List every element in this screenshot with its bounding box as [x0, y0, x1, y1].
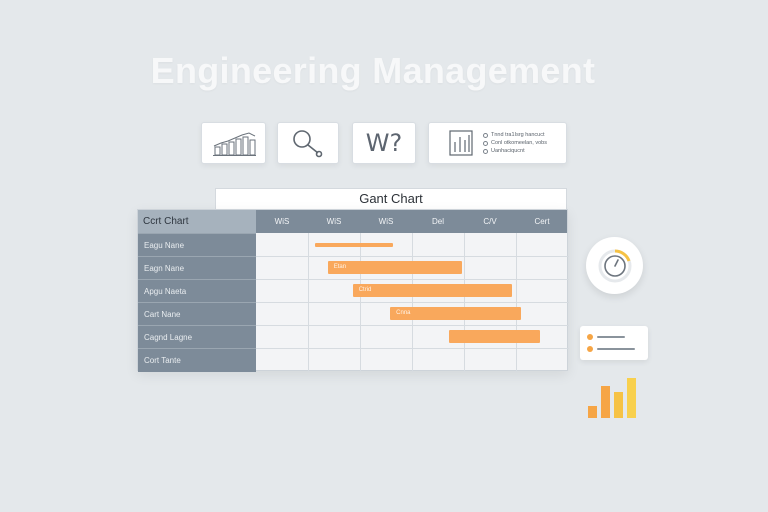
gantt-bar[interactable]: [449, 330, 540, 343]
gantt-row-label[interactable]: Apgu Naeta: [138, 279, 256, 302]
gantt-bar[interactable]: Ctrid: [352, 284, 512, 297]
page-title: Engineering Management: [150, 50, 596, 91]
gantt-bar[interactable]: [315, 242, 394, 247]
gantt-row-label[interactable]: Cort Tante: [138, 348, 256, 372]
note-item: Uanhaciqucnt: [483, 148, 547, 154]
gantt-column-label: Cert: [534, 217, 550, 226]
magnifier-icon: [293, 130, 323, 158]
note-item: Conl otkomeelan, vobs: [483, 140, 547, 146]
gantt-row-label[interactable]: Eagn Nane: [138, 256, 256, 279]
whiteboard-tool-card[interactable]: W?: [352, 122, 416, 164]
whiteboard-icon: W?: [365, 129, 403, 157]
gantt-bar[interactable]: Cnna: [390, 307, 522, 320]
checklist-icon: [449, 130, 473, 156]
gantt-row-label[interactable]: Cart Nane: [138, 302, 256, 325]
search-tool-card[interactable]: [277, 122, 339, 164]
note-item: Tnnd tra1Isrg hancuct: [483, 132, 547, 138]
timer-icon: [598, 249, 631, 282]
notes-list: Tnnd tra1Isrg hancuct Conl otkomeelan, v…: [483, 132, 547, 154]
gantt-bar[interactable]: Etan: [327, 261, 462, 274]
analytics-tool-card[interactable]: [201, 122, 266, 164]
gantt-row-label[interactable]: Eagu Nane: [138, 233, 256, 256]
gantt-row-label[interactable]: Cagnd Lagne: [138, 325, 256, 348]
gantt-column-label: WiS: [326, 217, 342, 226]
list-widget[interactable]: [580, 326, 648, 360]
gantt-corner-label: Ccrt Chart: [138, 210, 256, 233]
checklist-tool-card[interactable]: Tnnd tra1Isrg hancuct Conl otkomeelan, v…: [428, 122, 567, 164]
gantt-column-label: WiS: [378, 217, 394, 226]
gantt-title: Gant Chart: [215, 188, 567, 210]
mini-bar-chart-icon: [588, 374, 640, 418]
timer-widget[interactable]: [586, 237, 643, 294]
gantt-chart: Ccrt Chart WiS WiS WiS Del C/V Cert Eagu…: [137, 209, 569, 372]
gantt-column-label: Del: [431, 217, 444, 226]
gantt-column-label: C/V: [483, 217, 497, 226]
bar-chart-icon: [212, 132, 256, 156]
gantt-column-label: WiS: [274, 217, 290, 226]
